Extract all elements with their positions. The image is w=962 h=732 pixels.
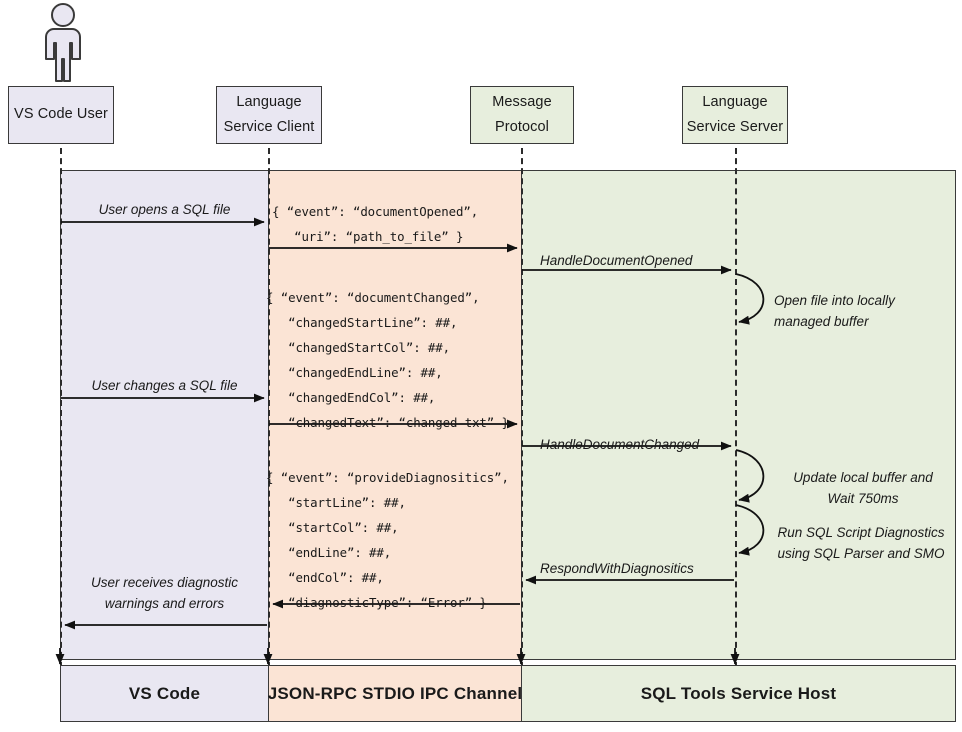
label-line2: using SQL Parser and SMO [777, 545, 945, 561]
band-vscode [60, 170, 269, 660]
payload-document-opened: { “event”: “documentOpened”, “uri”: “pat… [272, 204, 479, 244]
footer-label: SQL Tools Service Host [640, 683, 837, 703]
label-line2: Wait 750ms [827, 490, 899, 506]
payload-document-changed: { “event”: “documentChanged”, “changedSt… [266, 290, 509, 430]
footer-label: VS Code [128, 683, 201, 703]
lifeline-vs-code-user [60, 148, 62, 668]
participant-language-service-server[interactable]: Language Service Server [682, 86, 788, 144]
participant-label-line1: Language [702, 93, 768, 110]
participant-vs-code-user[interactable]: VS Code User [8, 86, 114, 144]
participant-label-line1: Message [492, 93, 552, 110]
label-user-changes-file: User changes a SQL file [91, 378, 238, 393]
participant-label-line2: Service Client [223, 119, 315, 135]
label-line1: User receives diagnostic [90, 575, 239, 590]
footer-label: JSON-RPC STDIO IPC Channel [267, 683, 523, 703]
label-run-diagnostics: Run SQL Script Diagnostics using SQL Par… [766, 523, 956, 565]
participant-language-service-client[interactable]: Language Service Client [216, 86, 322, 144]
participant-label-line2: Service Server [686, 119, 784, 135]
label-handle-document-changed: HandleDocumentChanged [540, 437, 700, 452]
label-update-buffer-wait: Update local buffer and Wait 750ms [770, 468, 956, 510]
label-line1: Update local buffer and [793, 470, 933, 485]
lifeline-message-protocol [521, 148, 523, 668]
vs-code-user-actor-icon [45, 3, 81, 82]
lifeline-language-service-server [735, 148, 737, 668]
participant-message-protocol[interactable]: Message Protocol [470, 86, 574, 144]
label-line1: Run SQL Script Diagnostics [777, 525, 945, 540]
label-line2: warnings and errors [104, 595, 225, 611]
label-user-opens-file: User opens a SQL file [98, 202, 231, 217]
label-line1: Open file into locally [774, 293, 895, 308]
label-line2: managed buffer [774, 313, 869, 329]
participant-label-line1: VS Code User [14, 106, 108, 123]
label-handle-document-opened: HandleDocumentOpened [540, 253, 693, 268]
band-ipc [268, 170, 522, 660]
footer-ipc-channel[interactable]: JSON-RPC STDIO IPC Channel [268, 665, 522, 722]
participant-label-line2: Protocol [495, 119, 549, 135]
label-respond-with-diagnositics: RespondWithDiagnositics [540, 561, 694, 576]
footer-vs-code[interactable]: VS Code [60, 665, 269, 722]
lifeline-language-service-client [268, 148, 270, 668]
participant-label-line1: Language [236, 93, 302, 110]
label-open-file-buffer: Open file into locally managed buffer [774, 291, 895, 333]
footer-service-host[interactable]: SQL Tools Service Host [521, 665, 956, 722]
payload-provide-diagnositics: { “event”: “provideDiagnositics”, “start… [266, 470, 509, 610]
label-user-receives-diagnostics: User receives diagnostic warnings and er… [60, 573, 269, 615]
band-service-host [521, 170, 956, 660]
